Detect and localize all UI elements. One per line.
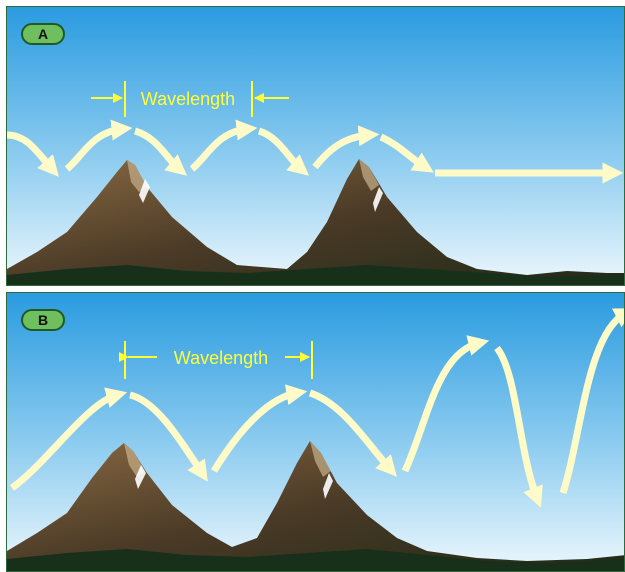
wave-arrow bbox=[128, 391, 208, 482]
wave-arrow bbox=[9, 387, 128, 491]
wave-arrow bbox=[312, 125, 380, 170]
mountain-peak bbox=[7, 159, 624, 285]
mountain-peak bbox=[7, 441, 624, 571]
wave-arrow bbox=[64, 119, 133, 172]
wave-arrow bbox=[257, 127, 310, 176]
ground bbox=[7, 265, 624, 285]
ground bbox=[7, 549, 624, 571]
panel-b-illustration: Wavelength bbox=[7, 293, 624, 571]
snow-patch bbox=[323, 473, 333, 499]
mountain-wave-flow bbox=[7, 119, 624, 184]
wave-arrow bbox=[189, 119, 258, 172]
mountain-range bbox=[7, 441, 624, 571]
wavelength-label: Wavelength bbox=[141, 89, 235, 109]
snow-patch bbox=[135, 465, 146, 489]
panel-b: Wavelength B bbox=[6, 292, 625, 572]
wavelength-marker: Wavelength bbox=[119, 341, 313, 379]
wave-arrow bbox=[401, 335, 490, 473]
wave-arrow bbox=[133, 127, 188, 176]
wave-arrow bbox=[211, 384, 308, 473]
panel-a-badge: A bbox=[21, 23, 65, 45]
panel-a-illustration: Wavelength bbox=[7, 7, 624, 285]
wave-arrow bbox=[494, 345, 543, 508]
wave-arrow bbox=[559, 308, 624, 495]
panel-b-badge: B bbox=[21, 309, 65, 331]
wavelength-label: Wavelength bbox=[174, 348, 268, 368]
wavelength-marker: Wavelength bbox=[91, 81, 289, 117]
wave-arrow bbox=[308, 389, 397, 477]
snow-patch bbox=[373, 187, 383, 212]
mountain-wave-flow bbox=[9, 308, 624, 508]
wave-arrow bbox=[379, 133, 434, 173]
snow-patch bbox=[139, 179, 150, 203]
wave-arrow bbox=[7, 131, 59, 177]
mountain-range bbox=[7, 159, 624, 285]
panel-a: Wavelength A bbox=[6, 6, 625, 286]
